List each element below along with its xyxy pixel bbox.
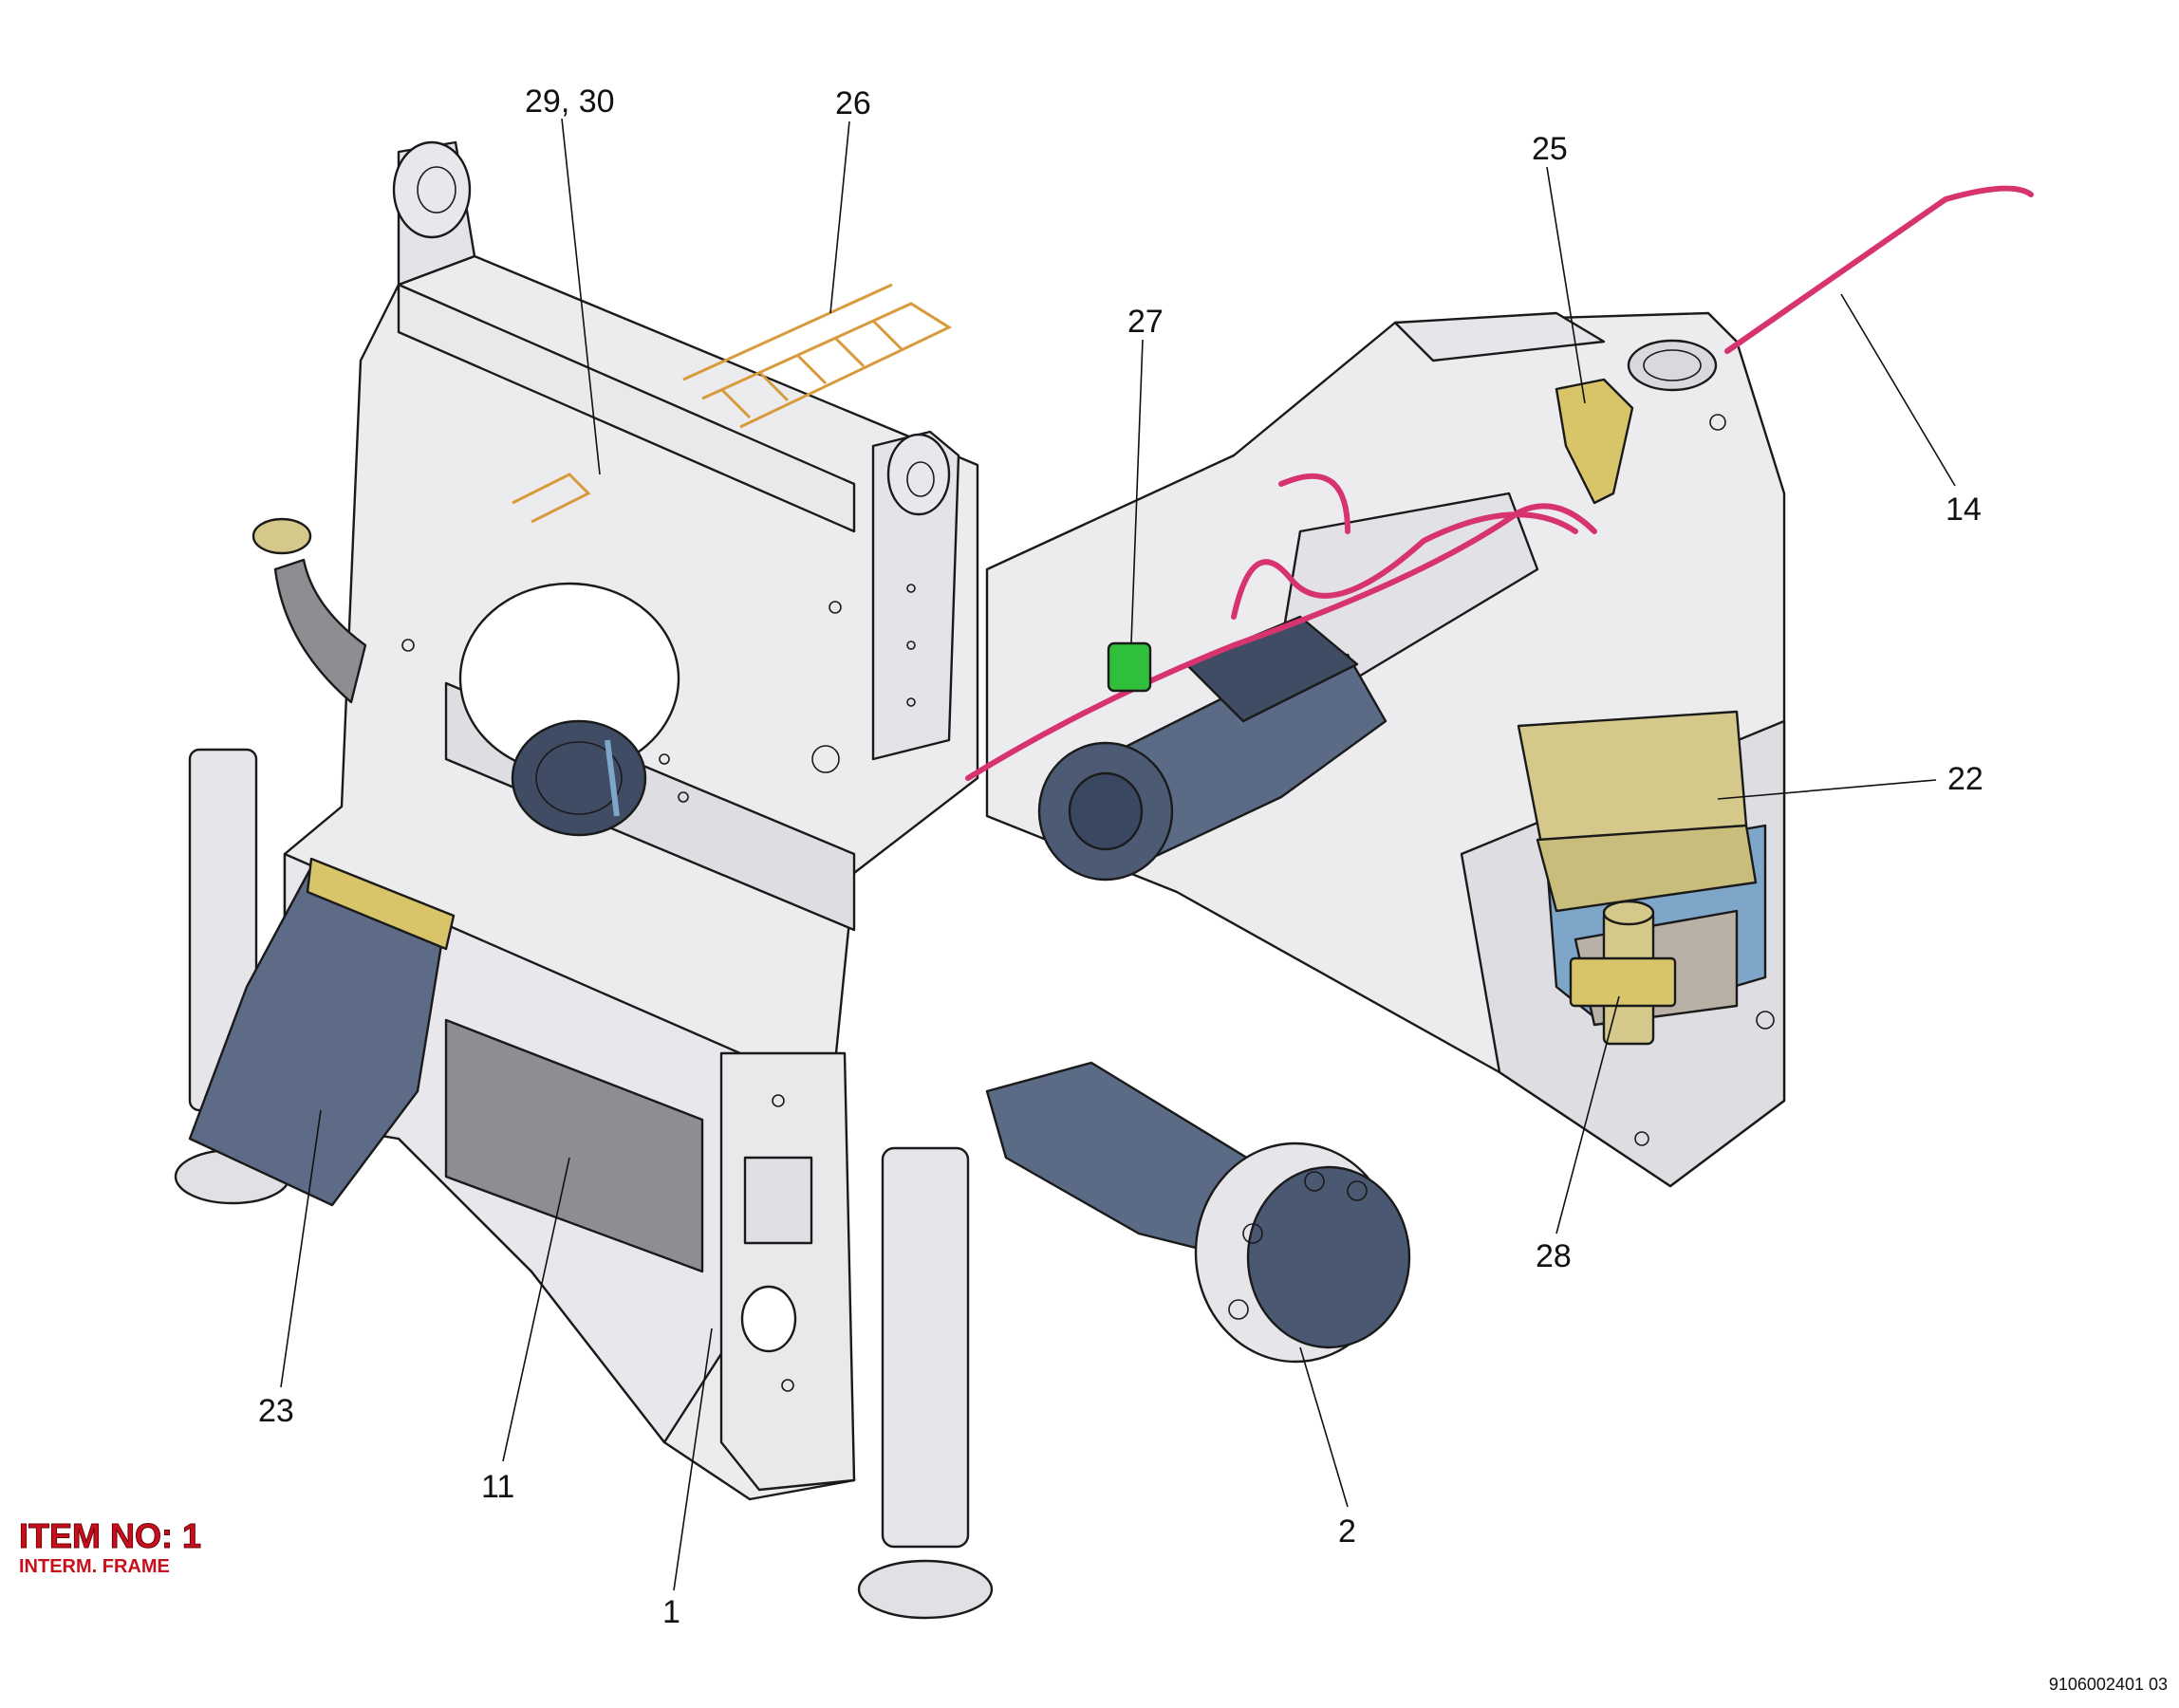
clamp <box>1107 641 1152 693</box>
mud-flap <box>188 857 456 1207</box>
callout-1: 1 <box>662 1327 713 1630</box>
hose-assembly <box>965 185 2034 781</box>
callout-28: 28 <box>1536 995 1620 1274</box>
callout-11: 11 <box>481 1157 570 1505</box>
drawing-number: 9106002401 03 <box>2048 1675 2168 1694</box>
mounting-bracket <box>1555 378 1634 505</box>
callout-14: 14 <box>1840 293 1982 528</box>
callout-25: 25 <box>1532 131 1586 404</box>
callout-29-30: 29, 30 <box>525 84 615 475</box>
filler-cap <box>251 517 367 704</box>
item-number-title: ITEM NO: 1 <box>18 1516 202 1556</box>
callout-23: 23 <box>258 1109 322 1429</box>
wire-tray <box>512 283 953 524</box>
brake-assembly <box>511 719 647 837</box>
callout-label: 25 <box>1532 131 1568 167</box>
callout-27: 27 <box>1127 304 1164 644</box>
callout-label: 11 <box>481 1469 514 1505</box>
callout-label: 22 <box>1947 761 1983 797</box>
callout-2: 2 <box>1299 1346 1356 1550</box>
drive-motor <box>985 615 1411 1364</box>
callout-label: 29, 30 <box>525 84 615 120</box>
callout-label: 14 <box>1946 492 1982 528</box>
callout-label: 23 <box>258 1393 294 1429</box>
callout-22: 22 <box>1717 761 1983 800</box>
callout-label: 26 <box>835 85 871 121</box>
cylinder <box>1569 900 1677 1046</box>
callout-label: 1 <box>662 1594 680 1630</box>
callout-26: 26 <box>829 85 871 314</box>
callout-label: 28 <box>1536 1238 1572 1274</box>
callout-label: 27 <box>1127 304 1164 340</box>
main-frame <box>174 140 994 1620</box>
item-subtitle: INTERM. FRAME <box>19 1556 170 1577</box>
callout-label: 2 <box>1338 1513 1356 1550</box>
